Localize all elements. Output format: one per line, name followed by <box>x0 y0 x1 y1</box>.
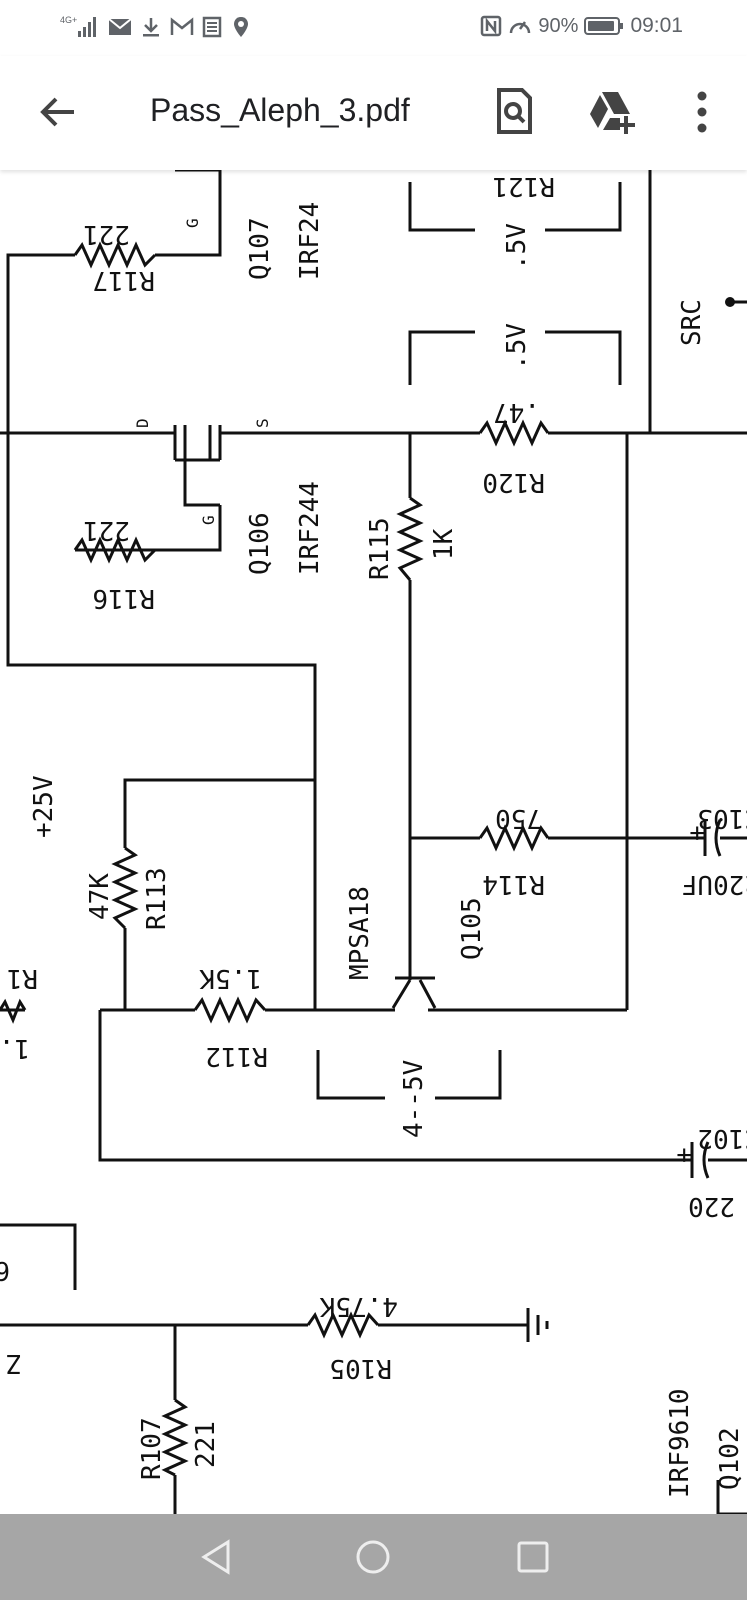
label-v-top: .5V <box>502 223 532 270</box>
label-r112: R112 <box>205 1041 268 1071</box>
label-g-top: G <box>183 218 202 228</box>
speed-icon <box>508 15 532 37</box>
nav-home-icon[interactable] <box>352 1536 394 1578</box>
label-q107: Q107 <box>245 217 275 280</box>
label-q105: Q105 <box>457 897 487 960</box>
news-icon <box>202 16 224 38</box>
find-in-document-icon[interactable] <box>490 86 538 138</box>
label-r105: R105 <box>329 1353 392 1383</box>
battery-icon <box>584 15 624 37</box>
resistors <box>0 241 550 1477</box>
label-s: S <box>253 418 272 428</box>
label-r113-val: 47K <box>85 873 115 920</box>
add-to-drive-icon[interactable] <box>586 86 635 138</box>
label-c102-plus: + <box>676 1140 692 1170</box>
r120-resistor <box>478 419 550 447</box>
schematic-labels: R121 221 R117 G Q107 IRF24 .5V .5V SRC D… <box>0 171 747 1498</box>
more-options-icon[interactable] <box>678 86 726 138</box>
label-irf9610: IRF9610 <box>665 1388 695 1498</box>
r115-resistor <box>396 496 424 581</box>
label-r117: R117 <box>92 265 155 295</box>
label-src: SRC <box>677 299 707 346</box>
r114-resistor <box>478 824 550 852</box>
label-r107: R107 <box>137 1417 167 1480</box>
label-r116-val: 221 <box>83 515 130 545</box>
q106-mosfet-symbol <box>173 425 222 507</box>
schematic-wires <box>0 170 747 1514</box>
document-title: Pass_Aleph_3.pdf <box>150 92 410 128</box>
nfc-icon <box>480 15 502 37</box>
label-v-mid: .5V <box>502 323 532 370</box>
src-node <box>725 297 735 307</box>
app-toolbar: Pass_Aleph_3.pdf <box>0 56 747 170</box>
r117-resistor <box>73 241 157 269</box>
r113-resistor <box>111 846 139 930</box>
system-nav-bar <box>0 1514 747 1600</box>
label-r1-partial: R1 <box>7 963 38 993</box>
label-v25: +25V <box>29 775 59 838</box>
status-left-icons: 4G+ <box>60 14 250 40</box>
label-z: Z <box>6 1348 22 1378</box>
label-g-mid: G <box>199 515 218 525</box>
label-c103: C103 <box>697 803 747 833</box>
label-c103-val: 220UF <box>682 869 747 899</box>
label-six-partial: 6 <box>0 1255 10 1285</box>
label-r115-val: 1K <box>429 528 459 560</box>
ground-symbol <box>526 1308 549 1342</box>
signal-icon: 4G+ <box>60 14 100 40</box>
label-r114-val: 750 <box>495 803 542 833</box>
label-r107-val: 221 <box>191 1421 221 1468</box>
label-r121: R121 <box>492 171 555 201</box>
r116-resistor <box>73 536 157 564</box>
back-arrow-icon[interactable] <box>36 90 80 134</box>
c102-capacitor <box>690 1141 710 1179</box>
label-r1-val: 1. <box>0 1033 30 1063</box>
r112-resistor <box>193 996 267 1024</box>
clock: 09:01 <box>630 14 683 37</box>
status-bar: 4G+ 90% <box>0 0 747 56</box>
nav-back-icon[interactable] <box>196 1536 238 1578</box>
label-v45: 4--5V <box>399 1060 429 1138</box>
label-q106: Q106 <box>245 512 275 575</box>
label-r112-val: 1.5K <box>199 963 262 993</box>
c103-capacitor <box>703 819 722 857</box>
label-c103-plus: + <box>689 818 705 848</box>
label-q107-part: IRF24 <box>295 202 325 280</box>
label-r113: R113 <box>142 867 172 930</box>
label-r105-val: 4.75K <box>319 1291 398 1321</box>
label-r115: R115 <box>365 517 395 580</box>
network-type: 4G+ <box>60 15 77 25</box>
label-r116: R116 <box>92 583 155 613</box>
battery-percent: 90% <box>538 14 579 37</box>
label-r120-val: .47 <box>493 397 540 427</box>
label-r114: R114 <box>482 869 545 899</box>
label-r117-val: 221 <box>83 219 130 249</box>
label-c102: C102 <box>697 1123 747 1153</box>
label-d: D <box>133 418 152 428</box>
nav-recents-icon[interactable] <box>512 1536 554 1578</box>
pdf-viewer[interactable]: R121 221 R117 G Q107 IRF24 .5V .5V SRC D… <box>0 170 747 1514</box>
status-right-icons: 90% 09:01 <box>480 14 683 38</box>
label-q102: Q102 <box>715 1427 745 1490</box>
label-r120: R120 <box>482 467 545 497</box>
location-icon <box>232 16 250 38</box>
label-c102-val: 220 <box>688 1191 735 1221</box>
mail-icon <box>108 17 132 37</box>
gmail-icon <box>170 17 194 37</box>
label-q106-part: IRF244 <box>295 481 325 575</box>
r107-resistor <box>161 1398 189 1477</box>
label-mpsa18: MPSA18 <box>345 886 375 980</box>
r1-resistor <box>0 998 27 1024</box>
r105-resistor <box>306 1311 380 1339</box>
schematic-page: R121 221 R117 G Q107 IRF24 .5V .5V SRC D… <box>0 170 747 1514</box>
capacitors <box>690 819 722 1179</box>
download-icon <box>140 16 162 38</box>
